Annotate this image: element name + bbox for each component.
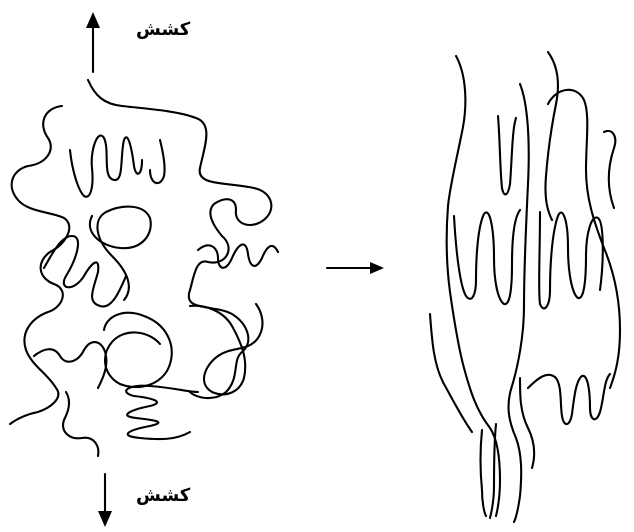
chain-lower-right	[190, 304, 262, 394]
aligned-chain-top-right	[545, 52, 557, 220]
chain-lower-left	[34, 342, 106, 388]
chain-right-zigzag	[198, 244, 278, 267]
aligned-chain-right-lower-curve	[520, 378, 534, 468]
top-arrow-head	[86, 12, 100, 28]
chain-center-fold-b	[150, 140, 165, 183]
chain-center-fold-a	[70, 135, 142, 196]
transformation-arrow	[327, 262, 384, 274]
aligned-chain-upper-fold	[498, 116, 516, 194]
chain-bottom-tail	[63, 392, 98, 456]
chain-lower-loop	[104, 313, 172, 387]
aligned-polymer-chains	[430, 52, 620, 522]
aligned-chain-outer-left	[447, 56, 500, 516]
bottom-pull-arrow	[98, 474, 112, 527]
aligned-chain-folds-left	[454, 210, 520, 304]
aligned-chain-lower-right-folds	[528, 374, 610, 424]
aligned-chain-right-folds	[539, 212, 603, 308]
aligned-chain-right-outline	[548, 90, 620, 388]
bottom-arrow-head	[98, 511, 112, 527]
transformation-arrow-head	[370, 262, 384, 274]
aligned-chain-bottom	[490, 424, 496, 518]
aligned-chain-far-right	[604, 131, 615, 208]
bottom-pull-label: کشش	[136, 485, 190, 506]
chain-left-wrap	[10, 106, 69, 424]
aligned-chain-bottom-inner	[481, 430, 487, 516]
chain-crossing-loop	[90, 207, 151, 300]
top-pull-label: کشش	[136, 19, 190, 40]
entangled-polymer-chains	[10, 80, 278, 456]
top-pull-arrow	[86, 12, 100, 72]
chain-bottom-meander	[126, 386, 198, 439]
